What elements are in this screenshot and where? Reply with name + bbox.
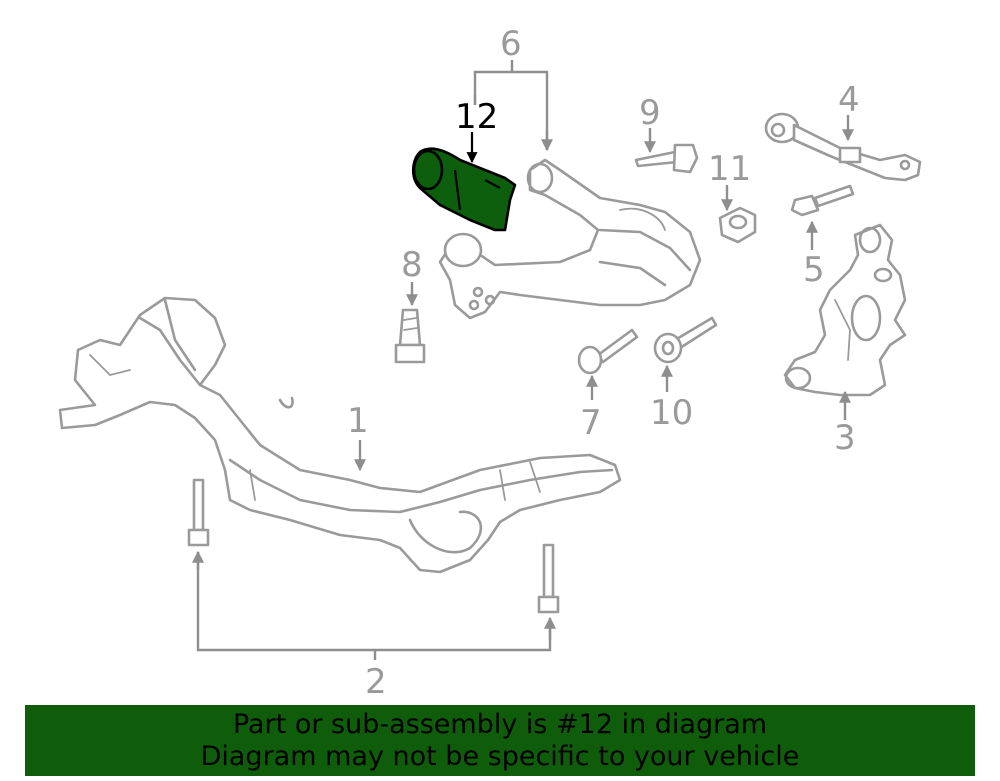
banner-line-1: Part or sub-assembly is #12 in diagram <box>232 709 768 740</box>
callout-6: 6 <box>500 24 522 64</box>
callout-9: 9 <box>639 93 661 133</box>
bushing-part-12-highlighted[interactable] <box>411 147 517 232</box>
bolt-part-5[interactable] <box>790 184 855 217</box>
callout-1: 1 <box>347 401 369 441</box>
bolt-part-7[interactable] <box>577 328 639 375</box>
subframe-bolts-part-2[interactable] <box>187 478 560 614</box>
bolt-part-10[interactable] <box>653 316 718 364</box>
bolt-part-8[interactable] <box>394 308 426 364</box>
upper-arm-part-6[interactable] <box>438 158 702 320</box>
callout-labels: 1 2 3 4 5 6 7 8 9 10 11 12 <box>347 24 860 700</box>
nut-part-11[interactable] <box>718 206 757 244</box>
parts-diagram: 1 2 3 4 5 6 7 8 9 10 11 12 <box>58 24 922 700</box>
knuckle-part-3[interactable] <box>783 223 907 397</box>
callout-12-highlighted: 12 <box>455 97 498 137</box>
callout-3: 3 <box>834 418 856 458</box>
callout-7: 7 <box>580 403 602 443</box>
callout-2: 2 <box>365 662 387 700</box>
banner-line-2: Diagram may not be specific to your vehi… <box>200 741 800 772</box>
bolt-part-9[interactable] <box>634 143 699 174</box>
callout-10: 10 <box>650 393 693 433</box>
subframe-part-1[interactable] <box>58 296 622 574</box>
callout-5: 5 <box>803 250 825 290</box>
lateral-link-part-4[interactable] <box>764 112 922 182</box>
callout-8: 8 <box>401 245 423 285</box>
callout-11: 11 <box>708 149 751 189</box>
leader-lines <box>192 60 854 660</box>
info-banner: Part or sub-assembly is #12 in diagram D… <box>25 705 975 776</box>
callout-4: 4 <box>838 80 860 120</box>
